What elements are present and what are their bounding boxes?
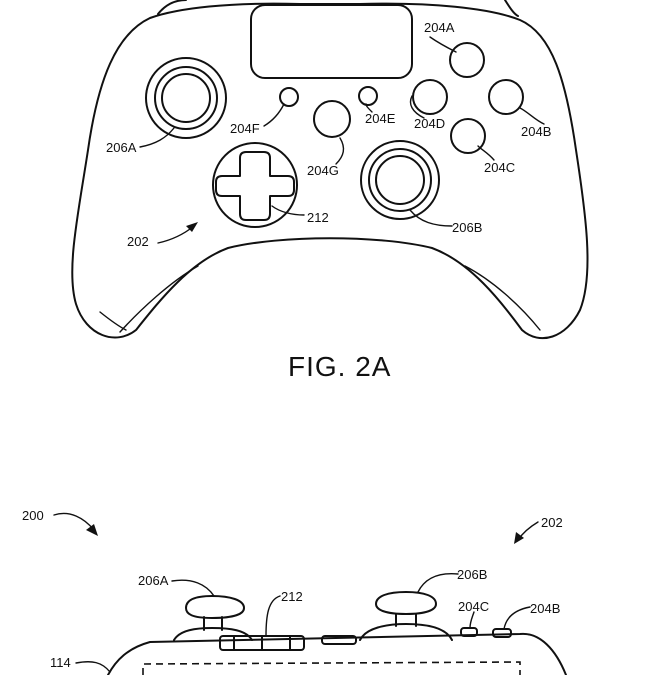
leader-204g	[335, 137, 345, 165]
label-202: 202	[127, 234, 149, 249]
label-side-202: 202	[541, 515, 563, 530]
side-leader-204b	[503, 606, 531, 630]
label-side-212: 212	[281, 589, 303, 604]
label-204e: 204E	[365, 111, 396, 126]
right-bumper-edge	[504, 0, 519, 17]
right-grip-line	[464, 265, 541, 331]
label-204f: 204F	[230, 121, 260, 136]
side-leader-114	[75, 661, 111, 673]
left-grip-line	[119, 265, 199, 333]
arrow-202-head	[186, 222, 198, 232]
dpad	[212, 142, 298, 228]
side-right-thumbstick	[359, 590, 453, 641]
label-114: 114	[50, 655, 71, 670]
label-side-204c: 204C	[458, 599, 489, 614]
side-leader-204c	[469, 611, 475, 629]
figure-caption: FIG. 2A	[288, 351, 391, 382]
label-side-204b: 204B	[530, 601, 560, 616]
center-touchpad	[250, 4, 413, 79]
internal-component-114	[142, 661, 521, 675]
arrow-side-202-head	[514, 532, 524, 544]
leader-206a	[139, 127, 175, 148]
leader-204c	[477, 145, 495, 161]
controller-side-view: 200 202 206A 206B 212 204C 204B 114	[22, 508, 567, 675]
button-204e	[358, 86, 378, 106]
arrow-200	[53, 512, 95, 531]
label-side-206b: 206B	[457, 567, 487, 582]
label-200: 200	[22, 508, 44, 523]
label-204b: 204B	[521, 124, 551, 139]
label-204d: 204D	[414, 116, 445, 131]
arrow-200-head	[86, 524, 98, 536]
label-206b: 206B	[452, 220, 482, 235]
button-204b	[488, 79, 524, 115]
leader-204b	[519, 107, 545, 125]
label-204g: 204G	[307, 163, 339, 178]
left-grip-edge	[99, 311, 127, 331]
leader-212	[271, 205, 305, 216]
leader-204d	[409, 95, 425, 119]
label-side-206a: 206A	[138, 573, 169, 588]
side-leader-206b	[417, 573, 459, 593]
leader-206b	[409, 209, 453, 227]
side-left-thumbstick	[173, 594, 253, 641]
label-212: 212	[307, 210, 329, 225]
label-204a: 204A	[424, 20, 455, 35]
button-204a	[449, 42, 485, 78]
left-bumper-edge	[157, 0, 187, 15]
button-204f	[279, 87, 299, 107]
side-button-204b	[492, 628, 512, 638]
button-204g	[313, 100, 351, 138]
controller-top-view: 204A 204B 204C 204D 204E 204F 204G 206A …	[71, 0, 589, 340]
button-204c	[450, 118, 486, 154]
right-thumbstick	[360, 140, 440, 220]
side-leader-212	[265, 595, 281, 637]
leader-204a	[429, 36, 457, 53]
leader-204f	[263, 103, 285, 127]
label-204c: 204C	[484, 160, 515, 175]
controller-body-outline	[71, 2, 589, 340]
side-button-204c	[460, 627, 478, 637]
button-204d	[412, 79, 448, 115]
label-206a: 206A	[106, 140, 137, 155]
left-thumbstick	[145, 57, 227, 139]
side-dpad	[219, 635, 357, 651]
side-body-outline	[107, 632, 567, 675]
side-leader-206a	[171, 579, 215, 597]
leader-204e	[365, 103, 373, 113]
